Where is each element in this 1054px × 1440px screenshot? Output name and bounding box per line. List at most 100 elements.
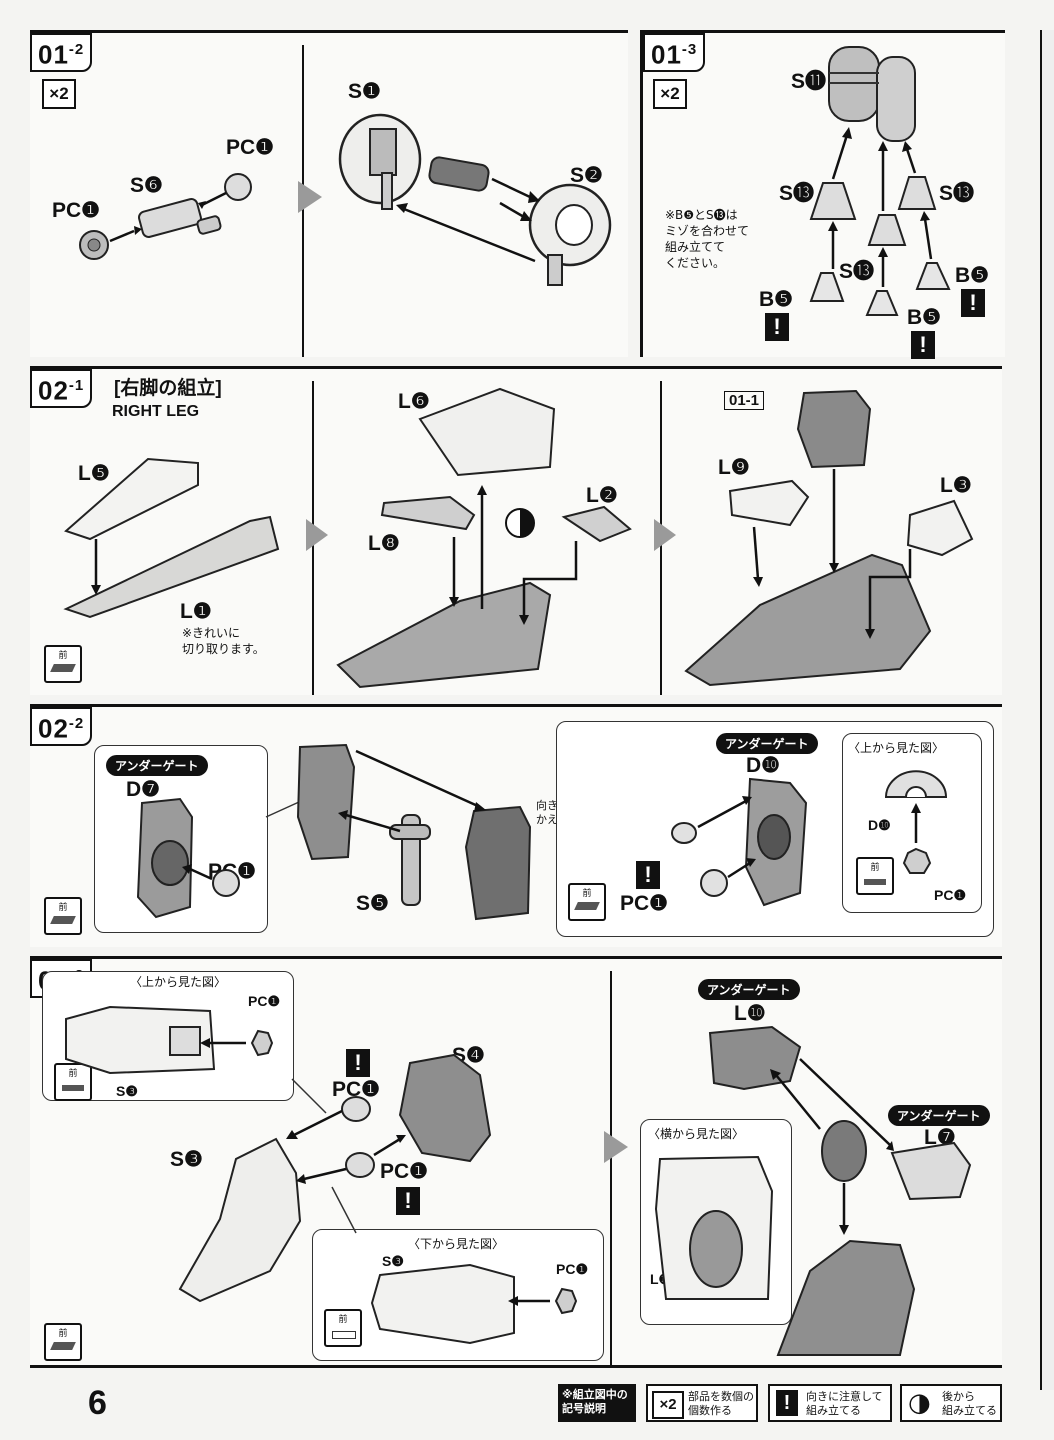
part-label-d7: D❼ xyxy=(126,778,160,801)
front-direction-icon: 前 xyxy=(54,1063,92,1101)
legend-text: 部品を数個の 個数作る xyxy=(688,1390,754,1417)
part-label-s3: S❸ xyxy=(382,1253,404,1269)
part-label-pc1: PC❶ xyxy=(934,887,966,903)
under-gate-badge: アンダーゲート xyxy=(698,979,800,1000)
caution-icon: ! xyxy=(396,1187,420,1215)
caution-icon: ! xyxy=(636,861,660,889)
reference-step-box: 01-1 xyxy=(724,391,765,410)
part-label-l2: L❷ xyxy=(586,484,618,507)
step-02-3-illustration xyxy=(65,1005,972,1356)
quantity-x2-icon: ×2 xyxy=(42,79,76,109)
part-label-s3: S❸ xyxy=(170,1148,203,1171)
step-divider xyxy=(610,971,612,1365)
front-direction-icon: 前 xyxy=(568,883,606,921)
part-label-l10: L❿ xyxy=(734,1002,766,1025)
part-label-s3: S❸ xyxy=(116,1083,138,1099)
front-label: 前 xyxy=(58,1329,68,1339)
half-circle-icon: ◑ xyxy=(908,1388,931,1418)
part-label-l9: L❾ xyxy=(718,456,750,479)
view-label: 〈上から見た図〉 xyxy=(130,975,227,989)
step-number: 02 xyxy=(38,375,69,406)
part-label-pc1: PC❶ xyxy=(226,136,274,159)
caution-icon: ! xyxy=(911,331,935,359)
under-gate-badge: アンダーゲート xyxy=(716,733,818,754)
front-label: 前 xyxy=(870,863,880,873)
step-02-2-illustration xyxy=(136,743,948,921)
section-subtitle: RIGHT LEG xyxy=(112,403,200,420)
part-label-b5: B❺ xyxy=(955,264,989,287)
part-label-s5: S❺ xyxy=(356,892,389,915)
quantity-x2-icon: ×2 xyxy=(652,1391,684,1419)
part-label-pc1: PC❶ xyxy=(332,1078,380,1101)
step-01-3-number: 01-3 xyxy=(643,33,706,72)
part-label-s13: S⓭ xyxy=(939,182,975,205)
step-01-3-illustration xyxy=(809,46,951,316)
part-label-s1: S❶ xyxy=(348,80,381,103)
part-label-d10: D❿ xyxy=(746,754,780,777)
part-label-s11: S⓫ xyxy=(791,70,827,93)
front-label: 前 xyxy=(338,1315,348,1325)
part-label-pc1: PC❶ xyxy=(620,892,668,915)
front-direction-icon: 前 xyxy=(44,897,82,935)
step-02-2-panel: 02-2 アンダーゲート D❼ PC❶ 前 S❺ 向きを かえます。 アンダーゲ… xyxy=(30,704,1002,947)
front-direction-icon: 前 xyxy=(324,1309,362,1347)
section-title: [右脚の組立] xyxy=(114,378,222,399)
step-01-2-number: 01-2 xyxy=(30,33,93,72)
part-label-s6: S❻ xyxy=(130,174,163,197)
part-label-s13: S⓭ xyxy=(779,182,815,205)
view-label: 〈横から見た図〉 xyxy=(648,1127,745,1141)
assembly-note: ※B❺とS⓭は ミゾを合わせて 組み立てて ください。 xyxy=(665,208,750,270)
step-02-3-panel: 02-3 〈上から見た図〉 PC❶ S❸ 前 ! PC❶ S❹ S❸ PC❶ !… xyxy=(30,956,1002,1368)
step-02-1-number: 02-1 xyxy=(30,369,93,408)
legend-title: ※組立図中の 記号説明 xyxy=(562,1388,628,1415)
legend-item-quantity: ×2 部品を数個の 個数作る xyxy=(646,1384,758,1422)
part-label-d10: D❿ xyxy=(868,817,891,833)
step-02-1-illustration xyxy=(63,387,974,689)
under-gate-badge: アンダーゲート xyxy=(106,755,208,776)
part-label-pc1: PC❶ xyxy=(380,1160,428,1183)
front-label: 前 xyxy=(68,1069,78,1079)
front-direction-icon: 前 xyxy=(44,645,82,683)
legend-text: 向きに注意して 組み立てる xyxy=(806,1390,883,1417)
view-label: 〈上から見た図〉 xyxy=(848,741,945,755)
view-label: 〈下から見た図〉 xyxy=(408,1237,505,1251)
part-label-b5: B❺ xyxy=(759,288,793,311)
part-label-l8: L❽ xyxy=(368,532,400,555)
part-label-l3: L❸ xyxy=(940,474,972,497)
step-number: 02 xyxy=(38,713,69,744)
caution-icon: ! xyxy=(776,1390,798,1416)
under-gate-badge: アンダーゲート xyxy=(888,1105,990,1126)
front-label: 前 xyxy=(582,889,592,899)
part-label-l1: L❶ xyxy=(180,600,212,623)
step-02-1-panel: 02-1 [右脚の組立] RIGHT LEG L❺ L❶ ※きれいに 切り取りま… xyxy=(30,366,1002,695)
step-sub: -3 xyxy=(681,41,698,58)
step-sub: -2 xyxy=(68,715,85,732)
legend-text: 後から 組み立てる xyxy=(942,1390,997,1417)
quantity-x2-icon: ×2 xyxy=(653,79,687,109)
part-label-b5: B❺ xyxy=(907,306,941,329)
step-01-3-panel: 01-3 ×2 ※B❺とS⓭は ミゾを合わせて 組み立てて ください。 S⓫ S… xyxy=(640,30,1005,359)
cutting-note: ※きれいに 切り取ります。 xyxy=(182,626,265,656)
part-label-pc1: PC❶ xyxy=(556,1261,588,1277)
part-label-l5: L❺ xyxy=(78,462,110,485)
part-label-l6: L❻ xyxy=(398,390,430,413)
step-01-2-illustration xyxy=(79,113,612,286)
page-number: 6 xyxy=(88,1384,107,1422)
legend-item-caution: ! 向きに注意して 組み立てる xyxy=(768,1384,892,1422)
step-01-2-panel: 01-2 ×2 PC❶ S❻ PC❶ S❶ S❷ xyxy=(30,30,628,357)
step-sub: -1 xyxy=(68,377,85,394)
front-direction-icon: 前 xyxy=(44,1323,82,1361)
step-sub: -2 xyxy=(68,41,85,58)
adjacent-page-edge xyxy=(1040,30,1054,1390)
step-number: 01 xyxy=(651,39,682,70)
front-label: 前 xyxy=(58,903,68,913)
step-02-2-number: 02-2 xyxy=(30,707,93,746)
caution-icon: ! xyxy=(961,289,985,317)
part-label-s13: S⓭ xyxy=(839,260,875,283)
caution-icon: ! xyxy=(765,313,789,341)
step-number: 01 xyxy=(38,39,69,70)
front-label: 前 xyxy=(58,651,68,661)
part-label-s2: S❷ xyxy=(570,164,603,187)
part-label-pc1: PC❶ xyxy=(52,199,100,222)
legend-title-box: ※組立図中の 記号説明 xyxy=(558,1384,636,1422)
